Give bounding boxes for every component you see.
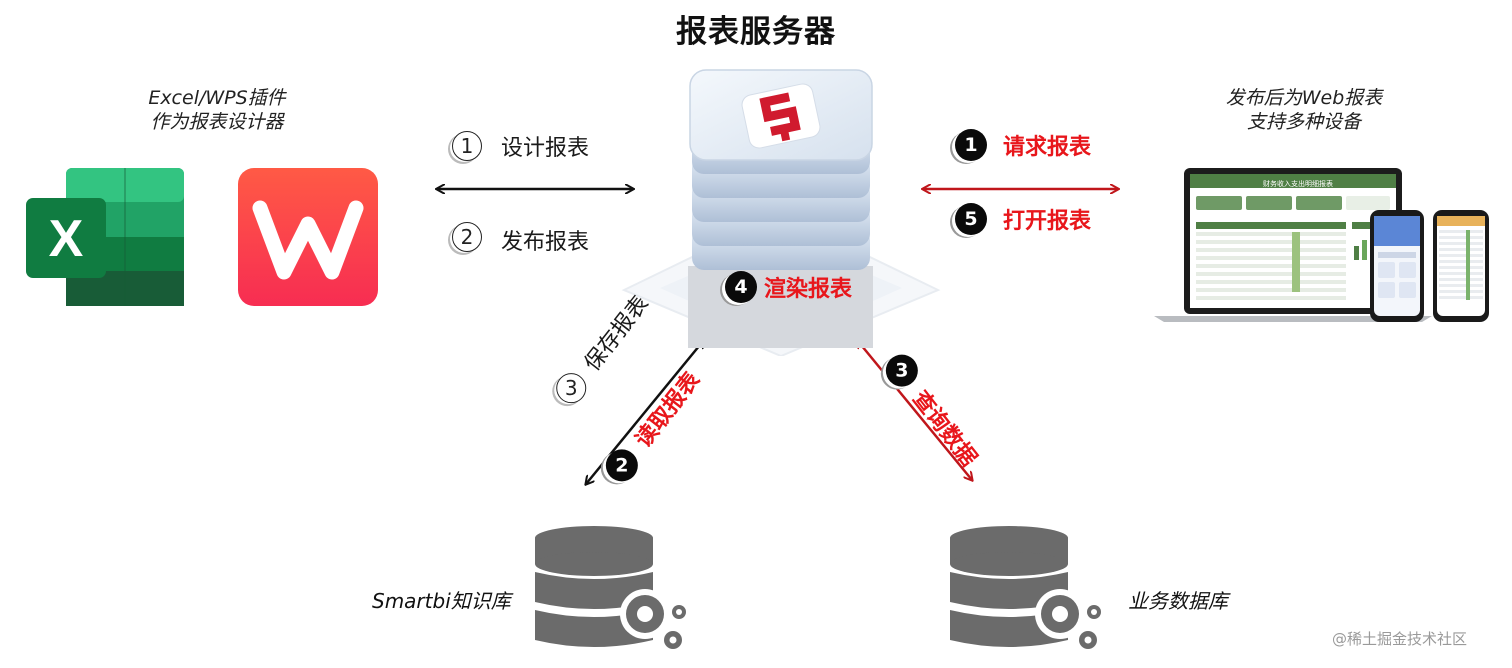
svg-text:X: X xyxy=(49,210,84,268)
business-db-icon xyxy=(948,526,1108,662)
knowledge-db-label: Smartbi知识库 xyxy=(372,589,511,613)
report-server-icon xyxy=(616,66,946,360)
web-report-label: 发布后为Web报表 支持多种设备 xyxy=(1204,86,1404,134)
query-step-badge: 3 xyxy=(885,354,918,387)
design-report-label: 设计报表 xyxy=(501,136,590,161)
step-1-badge: 1 xyxy=(452,131,482,161)
designer-label-line2: 作为报表设计器 xyxy=(150,111,284,133)
web-label-line2: 支持多种设备 xyxy=(1246,111,1361,133)
step-2-badge: 2 xyxy=(452,222,482,252)
save-step-badge: 3 xyxy=(556,373,587,404)
request-step-badge: 1 xyxy=(955,129,987,161)
render-report-label: 渲染报表 xyxy=(764,277,853,302)
mock-report-title: 财务收入支出明细报表 xyxy=(1263,180,1333,188)
diagram-title: 报表服务器 xyxy=(676,14,836,50)
devices-illustration xyxy=(1154,166,1494,330)
render-step-badge: 4 xyxy=(725,271,757,303)
request-report-label: 请求报表 xyxy=(1003,135,1092,160)
server-business-arrow xyxy=(857,340,972,480)
business-db-label: 业务数据库 xyxy=(1128,589,1228,613)
read-step-badge: 2 xyxy=(605,449,638,482)
publish-report-label: 发布报表 xyxy=(501,230,590,255)
open-step-badge: 5 xyxy=(955,203,987,235)
watermark: @稀土掘金技术社区 xyxy=(1332,630,1468,648)
excel-icon: X xyxy=(26,168,186,310)
web-label-line1: 发布后为Web报表 xyxy=(1225,87,1383,109)
wps-icon xyxy=(238,168,378,310)
knowledge-db-icon xyxy=(533,526,693,662)
designer-label-line1: Excel/WPS插件 xyxy=(148,87,286,109)
designer-label: Excel/WPS插件 作为报表设计器 xyxy=(122,86,312,134)
server-knowledge-arrow xyxy=(586,340,704,484)
open-report-label: 打开报表 xyxy=(1003,209,1092,234)
